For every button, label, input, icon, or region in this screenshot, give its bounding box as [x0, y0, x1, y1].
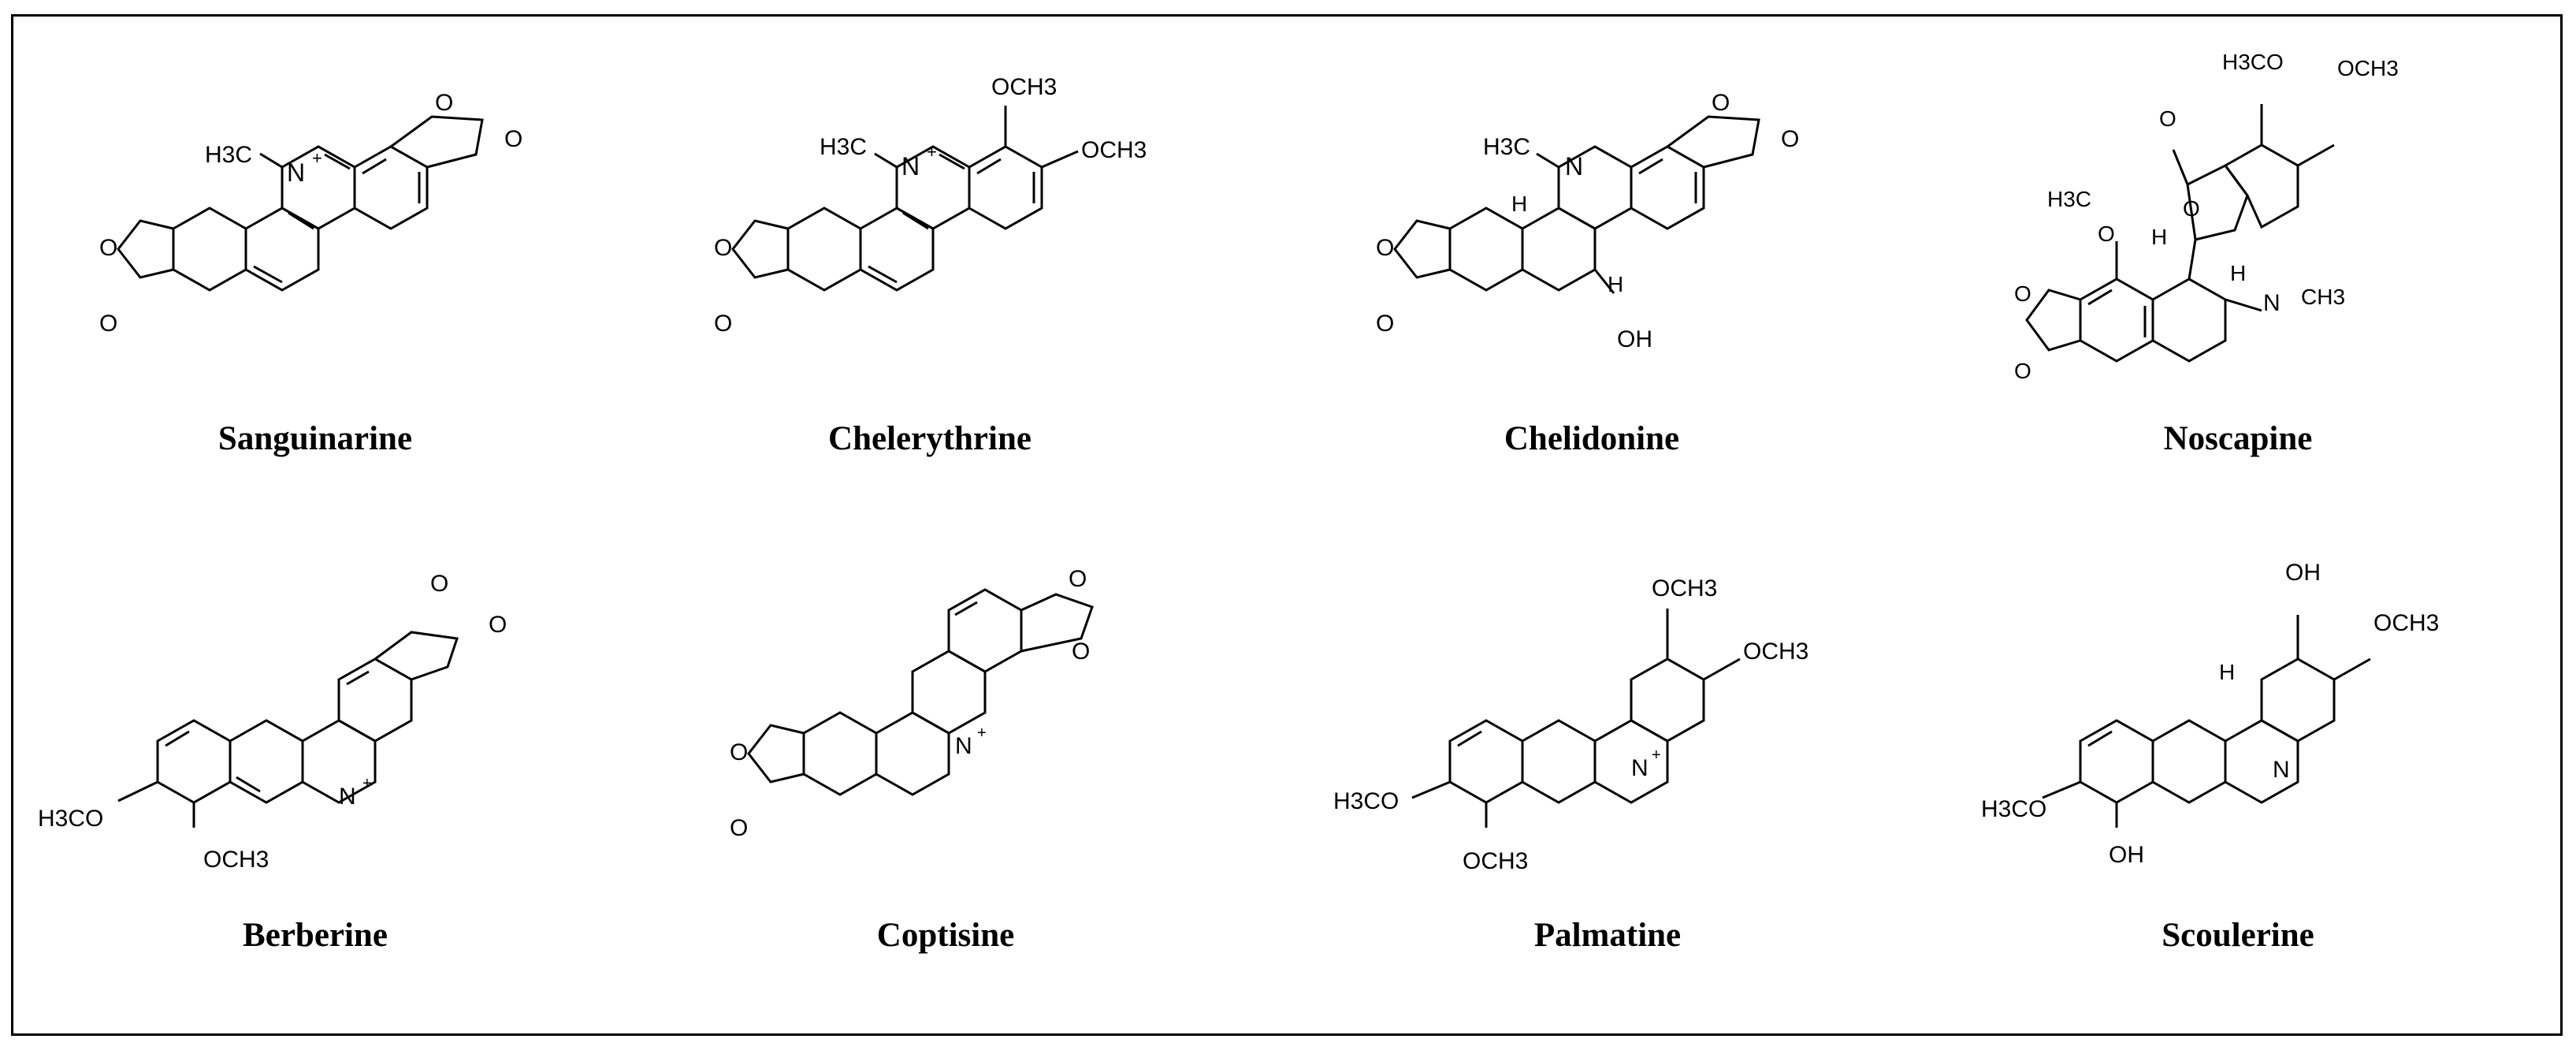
- noscapine-ome3-label: H3C: [2047, 187, 2091, 211]
- berberine-o1-label: O: [430, 571, 448, 597]
- chelidonine-oh-label: OH: [1617, 326, 1652, 352]
- chelerythrine-o1-label: O: [714, 235, 732, 261]
- svg-text:+: +: [927, 142, 937, 162]
- scoulerine-oh2-label: OH: [2109, 842, 2144, 868]
- chelerythrine-structure: H3C N + OCH3 OCH3 O O: [714, 74, 1147, 337]
- coptisine-structure: O O O O N +: [730, 566, 1094, 841]
- palmatine-n-label: N: [1631, 755, 1649, 781]
- noscapine-name: Noscapine: [2163, 420, 2313, 457]
- svg-text:+: +: [362, 775, 372, 792]
- sanguinarine-o3-label: O: [435, 90, 453, 116]
- noscapine-structure: O H3C H3CO OCH3 O O O O H H N CH3: [2014, 50, 2399, 383]
- berberine-name: Berberine: [243, 917, 388, 954]
- noscapine-oketone-label: O: [2159, 106, 2176, 131]
- scoulerine-n-label: N: [2273, 757, 2290, 783]
- palmatine-name: Palmatine: [1533, 917, 1682, 954]
- coptisine-o2-label: O: [1072, 639, 1090, 665]
- chelerythrine-name: Chelerythrine: [828, 420, 1032, 457]
- scoulerine-name: Scoulerine: [2162, 917, 2314, 954]
- berberine-ome2-label: OCH3: [203, 847, 269, 873]
- chelerythrine-ome1-label: OCH3: [991, 74, 1057, 100]
- palmatine-ome4-label: OCH3: [1463, 848, 1528, 874]
- noscapine-n-label: N: [2263, 290, 2280, 316]
- noscapine-o1-label: O: [2014, 281, 2031, 306]
- chelidonine-h1-label: H: [1511, 192, 1527, 216]
- palmatine-ome2-label: OCH3: [1743, 639, 1808, 665]
- chelidonine-structure: H3C N H H OH O O O O: [1376, 90, 1799, 352]
- scoulerine-ome2-label: H3CO: [1981, 796, 2046, 822]
- chelerythrine-nme-label: H3C: [820, 134, 867, 160]
- palmatine-ome3-label: H3CO: [1333, 788, 1399, 814]
- berberine-o2-label: O: [489, 612, 507, 638]
- chelidonine-o2-label: O: [1376, 311, 1394, 337]
- scoulerine-oh1-label: OH: [2285, 560, 2321, 586]
- sanguinarine-o1-label: O: [99, 235, 117, 261]
- chelidonine-h2-label: H: [1608, 272, 1623, 296]
- noscapine-ome1-label: H3CO: [2222, 50, 2284, 74]
- sanguinarine-n-label: N: [287, 158, 305, 187]
- chelerythrine-ome2-label: OCH3: [1081, 137, 1147, 163]
- noscapine-ome2-label: OCH3: [2337, 56, 2399, 80]
- scoulerine-ome1-label: OCH3: [2373, 610, 2439, 636]
- svg-text:+: +: [312, 148, 322, 168]
- berberine-n-label: N: [339, 784, 356, 810]
- chelerythrine-n-label: N: [901, 152, 920, 181]
- noscapine-o2-label: O: [2014, 359, 2031, 383]
- svg-text:+: +: [977, 724, 987, 742]
- palmatine-structure: OCH3 OCH3 H3CO OCH3 N +: [1333, 575, 1808, 874]
- sanguinarine-o4-label: O: [504, 126, 522, 152]
- chelidonine-nme-label: H3C: [1483, 134, 1530, 160]
- berberine-structure: O O N + H3CO OCH3: [38, 571, 507, 873]
- chelerythrine-o2-label: O: [714, 311, 732, 337]
- chelidonine-o3-label: O: [1712, 90, 1730, 116]
- noscapine-olactone-label: O: [2183, 196, 2200, 221]
- chelidonine-o4-label: O: [1781, 126, 1799, 152]
- sanguinarine-structure: H3C N + O O O O: [99, 90, 522, 337]
- figure-frame: [11, 14, 2563, 1036]
- sanguinarine-name: Sanguinarine: [217, 420, 413, 457]
- scoulerine-h-label: H: [2219, 660, 2235, 684]
- svg-text:+: +: [1652, 747, 1661, 764]
- coptisine-o3-label: O: [730, 739, 748, 765]
- chelidonine-n-label: N: [1565, 152, 1583, 181]
- coptisine-name: Coptisine: [876, 917, 1015, 954]
- berberine-ome1-label: H3CO: [38, 806, 103, 832]
- noscapine-h1-label: H: [2151, 225, 2167, 249]
- scoulerine-structure: OH OCH3 H N H3CO OH: [1981, 560, 2439, 868]
- sanguinarine-o2-label: O: [99, 311, 117, 337]
- chelidonine-name: Chelidonine: [1504, 420, 1680, 457]
- coptisine-o1-label: O: [1069, 566, 1087, 592]
- coptisine-o4-label: O: [730, 815, 748, 841]
- sanguinarine-nme-label: H3C: [205, 142, 252, 168]
- coptisine-n-label: N: [955, 733, 972, 759]
- noscapine-nme-label: CH3: [2301, 285, 2345, 309]
- chelidonine-o1-label: O: [1376, 235, 1394, 261]
- palmatine-ome1-label: OCH3: [1652, 575, 1717, 601]
- noscapine-o-methoxy-label: O: [2098, 222, 2115, 246]
- noscapine-h2-label: H: [2230, 261, 2246, 285]
